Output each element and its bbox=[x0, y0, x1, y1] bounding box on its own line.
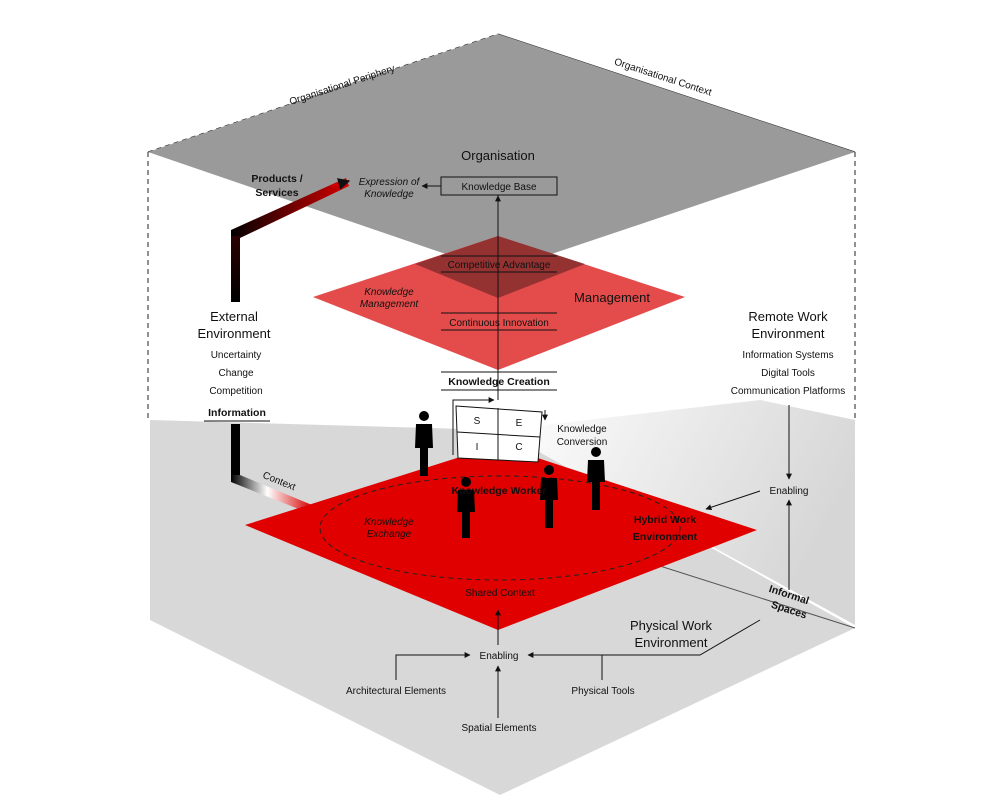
person-icon bbox=[457, 477, 475, 538]
external-title-line1: External bbox=[210, 309, 258, 324]
expression-arrow-red bbox=[330, 178, 351, 190]
shared-context-ellipse bbox=[319, 475, 681, 581]
person-icon bbox=[540, 465, 558, 528]
information-label: Information bbox=[208, 407, 266, 419]
informal-spaces-edge bbox=[659, 565, 856, 629]
km-line1: Knowledge bbox=[364, 287, 414, 298]
management-plane bbox=[313, 236, 685, 370]
external-item-uncertainty: Uncertainty bbox=[211, 350, 262, 361]
architectural-connector bbox=[395, 652, 471, 680]
management-title: Management bbox=[574, 290, 650, 305]
shared-context-label: Shared Context bbox=[465, 588, 535, 599]
external-item-competition: Competition bbox=[209, 386, 262, 397]
spatial-label: Spatial Elements bbox=[461, 723, 536, 734]
physical-title-line2: Environment bbox=[635, 635, 708, 650]
exchange-line2: Exchange bbox=[367, 529, 412, 540]
remote-title-line1: Remote Work bbox=[748, 309, 828, 324]
remote-item-digital-tools: Digital Tools bbox=[761, 368, 815, 379]
remote-item-communication-platforms: Communication Platforms bbox=[731, 386, 845, 397]
organisation-title: Organisation bbox=[461, 148, 535, 163]
km-line2: Management bbox=[360, 299, 420, 310]
physical-tools-label: Physical Tools bbox=[571, 686, 634, 697]
seci-s: S bbox=[474, 416, 481, 427]
conversion-line1: Knowledge bbox=[557, 424, 607, 435]
knowledge-worker-label: Knowledge Worker bbox=[452, 485, 547, 497]
expression-line2: Knowledge bbox=[364, 189, 414, 200]
seci-box bbox=[452, 397, 548, 463]
seci-e: E bbox=[516, 418, 523, 429]
information-line-vertical bbox=[231, 424, 240, 479]
external-title-line2: Environment bbox=[198, 326, 271, 341]
products-line2: Services bbox=[255, 187, 298, 199]
remote-item-information-systems: Information Systems bbox=[742, 350, 833, 361]
knowledge-worker-figures bbox=[415, 411, 605, 538]
organisation-plane bbox=[148, 34, 855, 272]
context-line bbox=[231, 475, 312, 512]
products-line1: Products / bbox=[251, 173, 302, 185]
exchange-line1: Knowledge bbox=[364, 517, 414, 528]
knowledge-base-label: Knowledge Base bbox=[461, 182, 536, 193]
seci-i: I bbox=[476, 442, 479, 453]
competitive-advantage-label: Competitive Advantage bbox=[448, 260, 551, 271]
management-overlap bbox=[415, 236, 585, 298]
products-line-vertical bbox=[231, 236, 240, 302]
person-icon bbox=[415, 411, 433, 476]
informal-to-physical-connector bbox=[602, 619, 761, 656]
expression-line1: Expression of bbox=[359, 177, 421, 188]
enabling-to-hybrid-arrow bbox=[705, 490, 761, 511]
products-line-horizontal bbox=[231, 178, 349, 243]
architectural-label: Architectural Elements bbox=[346, 686, 446, 697]
person-icon bbox=[587, 447, 605, 510]
external-item-change: Change bbox=[218, 368, 253, 379]
physical-title-line1: Physical Work bbox=[630, 618, 713, 633]
hybrid-title-line1: Hybrid Work bbox=[634, 514, 696, 526]
continuous-innovation-label: Continuous Innovation bbox=[449, 318, 549, 329]
remote-title-line2: Environment bbox=[752, 326, 825, 341]
knowledge-creation-label: Knowledge Creation bbox=[448, 376, 550, 388]
physical-enabling-label: Enabling bbox=[480, 651, 519, 662]
hybrid-title-line2: Environment bbox=[633, 531, 698, 543]
remote-enabling-label: Enabling bbox=[770, 486, 809, 497]
seci-c: C bbox=[515, 442, 522, 453]
conversion-line2: Conversion bbox=[557, 437, 608, 448]
